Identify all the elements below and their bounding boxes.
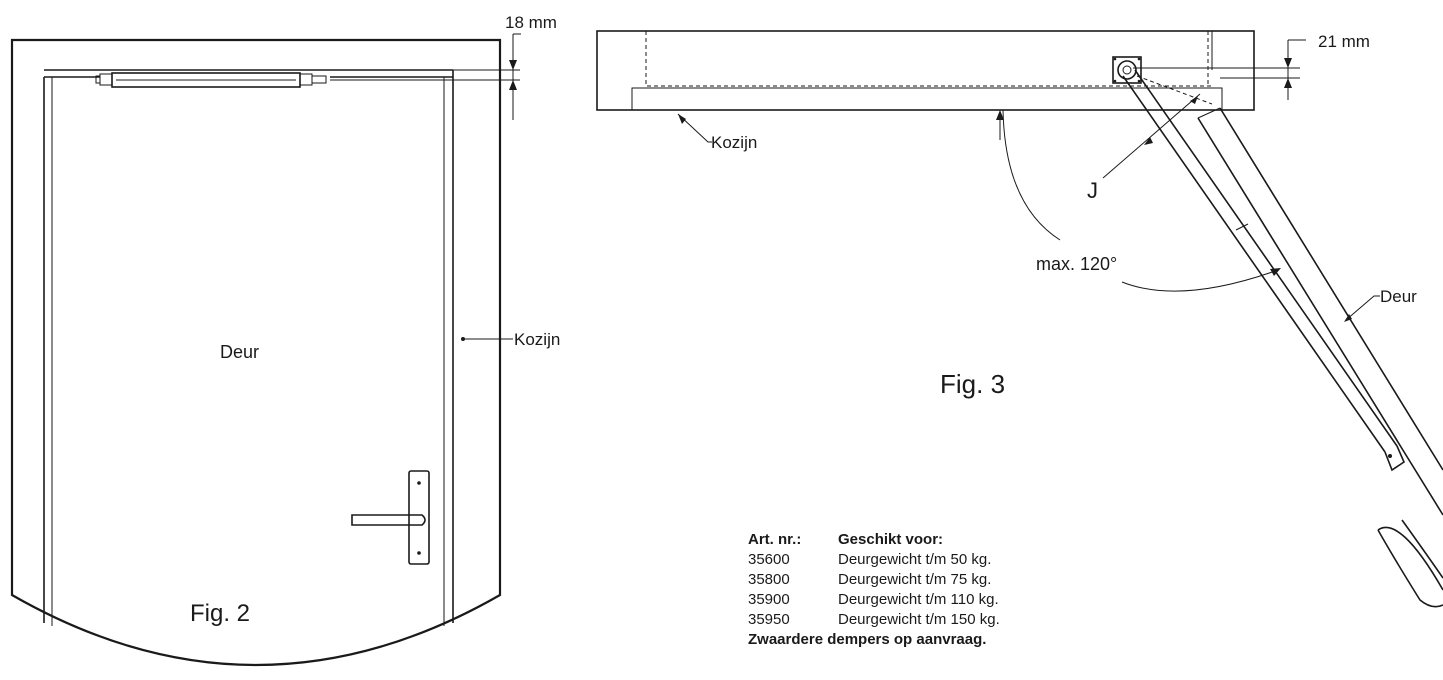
fig3-j-measure bbox=[1102, 93, 1201, 179]
fig2-front-view: 18 mm Deur Kozijn Fig. 2 bbox=[10, 13, 560, 667]
spec-header-desc: Geschikt voor: bbox=[838, 531, 944, 548]
fig3-arm-hidden bbox=[1136, 75, 1213, 105]
fig2-door-handle bbox=[351, 470, 430, 565]
spec-row-art: 35600 bbox=[748, 551, 790, 568]
fig2-door-label: Deur bbox=[220, 342, 259, 362]
spec-row-desc: Deurgewicht t/m 75 kg. bbox=[838, 571, 992, 588]
fig2-frame-leader bbox=[461, 337, 513, 341]
fig3-angle-arc bbox=[996, 109, 1281, 292]
spec-row-desc: Deurgewicht t/m 50 kg. bbox=[838, 551, 992, 568]
fig3-frame-leader bbox=[677, 113, 712, 143]
fig3-angle-label: max. 120° bbox=[1036, 254, 1117, 274]
fig2-frame-outline bbox=[10, 38, 502, 667]
fig2-frame-label: Kozijn bbox=[514, 330, 560, 349]
spec-row: 35900 Deurgewicht t/m 110 kg. bbox=[748, 590, 1000, 610]
fig3-caption: Fig. 3 bbox=[940, 369, 1005, 399]
fig3-dim-label: 21 mm bbox=[1318, 32, 1370, 51]
spec-row-art: 35950 bbox=[748, 611, 790, 628]
fig3-j-label: J bbox=[1087, 178, 1098, 203]
fig3-frame-rebate bbox=[631, 87, 1223, 110]
fig3-frame-recess bbox=[645, 31, 1212, 87]
fig3-top-view: 21 mm J Kozijn bbox=[596, 30, 1443, 608]
spec-footnote: Zwaardere dempers op aanvraag. bbox=[748, 630, 1000, 650]
spec-row-art: 35900 bbox=[748, 591, 790, 608]
spec-row: 35950 Deurgewicht t/m 150 kg. bbox=[748, 610, 1000, 630]
fig2-dim-label: 18 mm bbox=[505, 13, 557, 32]
fig3-closer-arm bbox=[1122, 69, 1406, 472]
spec-row-desc: Deurgewicht t/m 110 kg. bbox=[838, 591, 999, 608]
fig3-door-label: Deur bbox=[1380, 287, 1417, 306]
fig2-door-closer bbox=[95, 72, 327, 88]
fig2-door-outline bbox=[43, 70, 454, 623]
fig2-caption: Fig. 2 bbox=[190, 600, 250, 627]
fig3-pivot-mount bbox=[1112, 56, 1142, 84]
fig2-dimension-18mm bbox=[330, 33, 521, 120]
spec-header-art: Art. nr.: bbox=[748, 531, 802, 548]
spec-footnote-text: Zwaardere dempers op aanvraag. bbox=[748, 631, 987, 648]
spec-table-header: Art. nr.: Geschikt voor: bbox=[748, 530, 1000, 550]
spec-table: Art. nr.: Geschikt voor: 35600 Deurgewic… bbox=[748, 530, 1000, 650]
fig3-open-door bbox=[1197, 107, 1443, 608]
fig3-dimension-21mm bbox=[1133, 39, 1306, 100]
spec-row-desc: Deurgewicht t/m 150 kg. bbox=[838, 611, 1000, 628]
spec-row-art: 35800 bbox=[748, 571, 790, 588]
fig3-frame-body bbox=[596, 30, 1255, 111]
spec-row: 35800 Deurgewicht t/m 75 kg. bbox=[748, 570, 1000, 590]
fig3-frame-label: Kozijn bbox=[711, 133, 757, 152]
spec-row: 35600 Deurgewicht t/m 50 kg. bbox=[748, 550, 1000, 570]
fig3-door-leader bbox=[1344, 295, 1380, 322]
